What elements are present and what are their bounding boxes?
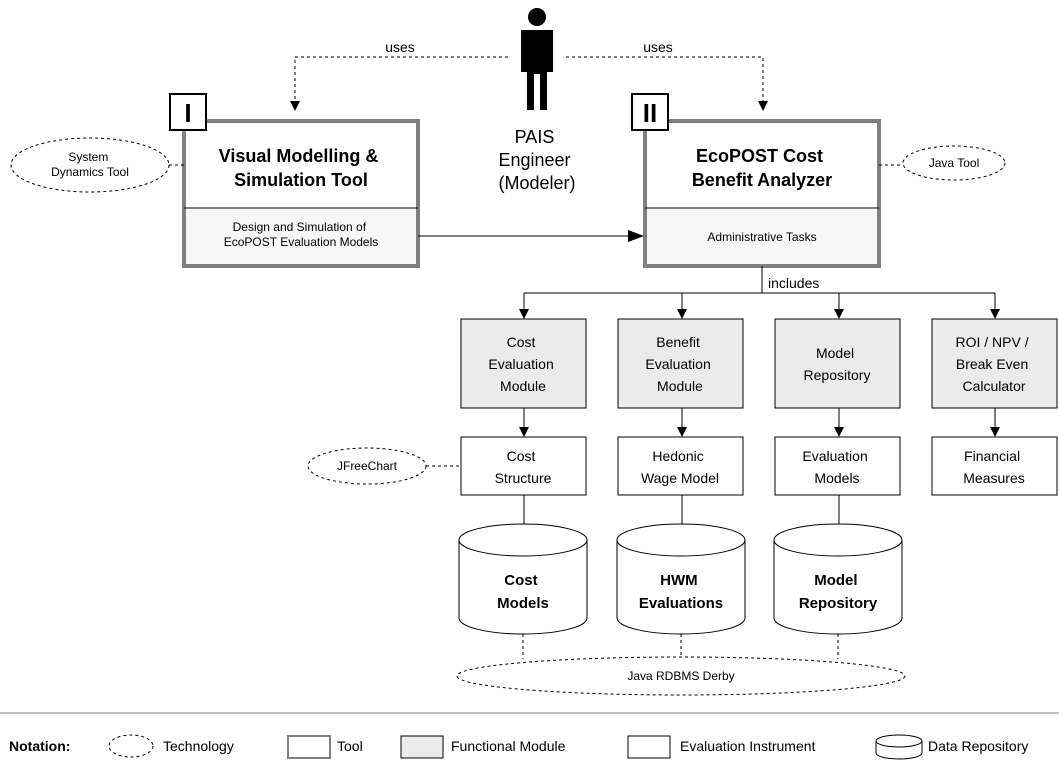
svg-text:Cost Models: Cost Models — [497, 572, 549, 612]
svg-text:Model Repository: Model Repository — [804, 345, 871, 383]
legend-tool-symbol — [287, 735, 331, 759]
legend-instrument-symbol — [627, 735, 671, 759]
svg-text:Hedonic Wage Model: Hedonic Wage Model — [641, 448, 719, 486]
legend: Notation: Technology Tool Functional Mod… — [9, 734, 1028, 760]
technology-java-tool: Java Tool — [879, 145, 1006, 181]
tool-number-badge-2 — [631, 93, 669, 131]
actor-figure — [521, 8, 553, 110]
svg-text:ROI / NPV / Break Even: ROI / NPV / Break Even Calculator — [955, 334, 1032, 394]
uses-connectors — [290, 56, 768, 111]
repository-db-lines — [522, 634, 839, 659]
actor-body — [521, 30, 553, 110]
svg-text:System Dynamics Tool: System Dynamics Tool — [51, 150, 129, 179]
module-instrument-arrows — [519, 408, 1000, 437]
instrument-evaluation-models: Evaluation Models — [774, 436, 901, 496]
repository-model-repository: Model Repository — [773, 523, 903, 635]
legend-repository-label: Data Repository — [928, 738, 1028, 754]
actor-head — [528, 8, 546, 26]
instrument-repository-lines — [523, 495, 840, 525]
tool-visual-modelling: I Visual Modelling & Simulation Tool Des… — [169, 93, 420, 268]
includes-tree — [519, 266, 1000, 319]
module-benefit-evaluation: Benefit Evaluation Module — [617, 318, 744, 409]
module-cost-evaluation: Cost Evaluation Module — [460, 318, 587, 409]
tool-subtitle-2: Administrative Tasks — [707, 230, 816, 244]
svg-text:Java RDBMS Derby: Java RDBMS Derby — [627, 669, 734, 683]
svg-text:Benefit Evaluation: Benefit Evaluation Module — [645, 334, 714, 394]
tool-title-1: Visual Modelling & Simulation Tool — [219, 146, 384, 190]
technology-system-dynamics: System Dynamics Tool — [10, 137, 184, 193]
actor-label: PAIS Engineer (Modeler) — [498, 127, 575, 193]
uses-label-right: uses — [643, 39, 673, 55]
svg-text:Cost Structure: Cost Structure — [495, 448, 552, 486]
tool-number-badge-1 — [169, 93, 207, 131]
svg-text:Java Tool: Java Tool — [929, 156, 979, 170]
legend-technology-label: Technology — [163, 738, 234, 754]
instrument-cost-structure: Cost Structure — [460, 436, 587, 496]
svg-text:Financial Measures: Financial Measures — [963, 448, 1024, 486]
tool-cost-benefit-analyzer: II EcoPOST Cost Benefit Analyzer Adminis… — [631, 93, 881, 268]
legend-technology-symbol — [108, 734, 154, 758]
instrument-financial-measures: Financial Measures — [931, 436, 1058, 496]
repository-hwm-evaluations: HWM Evaluations — [616, 523, 746, 635]
legend-module-symbol — [400, 735, 444, 759]
svg-text:Cost Evaluation Mo: Cost Evaluation Module — [488, 334, 557, 394]
svg-text:HWM Evaluations: HWM Evaluations — [639, 572, 723, 612]
legend-repository-symbol — [875, 734, 923, 760]
svg-text:Evaluation Models: Evaluation Models — [802, 448, 871, 486]
legend-title: Notation: — [9, 738, 70, 754]
legend-tool-label: Tool — [337, 738, 363, 754]
tool-number-1: I — [184, 98, 191, 128]
uses-connector-left — [290, 56, 508, 111]
module-roi-calculator: ROI / NPV / Break Even Calculator — [931, 318, 1058, 409]
uses-label-left: uses — [385, 39, 415, 55]
technology-java-rdbms-derby: Java RDBMS Derby — [456, 656, 906, 696]
module-model-repository: Model Repository — [774, 318, 901, 409]
tool-subtitle-1: Design and Simulation of EcoPOST Evaluat… — [224, 220, 379, 249]
tool-number-2: II — [643, 98, 657, 128]
includes-label: includes — [768, 275, 819, 291]
legend-instrument-label: Evaluation Instrument — [680, 738, 816, 754]
svg-text:JFreeChart: JFreeChart — [337, 459, 398, 473]
tool-title-2: EcoPOST Cost Benefit Analyzer — [692, 146, 832, 190]
svg-text:Model Repository: Model Repository — [799, 572, 878, 612]
legend-module-label: Functional Module — [451, 738, 566, 754]
repository-cost-models: Cost Models — [458, 523, 588, 635]
technology-jfreechart: JFreeChart — [307, 447, 461, 485]
instrument-hedonic-wage-model: Hedonic Wage Model — [617, 436, 744, 496]
